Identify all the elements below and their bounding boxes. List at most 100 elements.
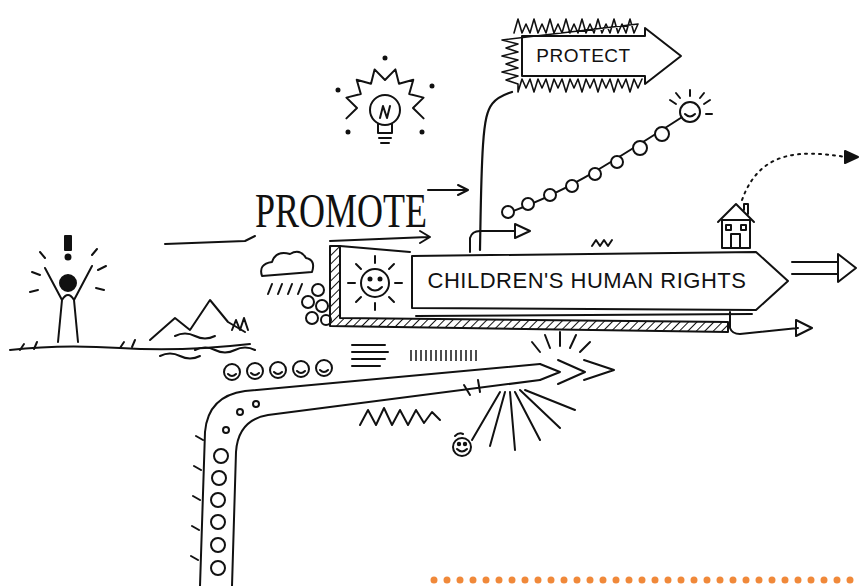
house-icon [731, 234, 740, 248]
hatch-marks [352, 332, 590, 366]
cheering-figure [45, 266, 92, 342]
small-smiley [457, 449, 467, 452]
band-top-arrow [470, 224, 612, 252]
outgoing-arrows [792, 254, 856, 282]
lightbulb-icon [378, 106, 392, 143]
house-icon [726, 225, 731, 230]
hatch-marks [352, 345, 388, 366]
bush-scribble [316, 300, 328, 312]
dotted-arrow [742, 151, 858, 200]
band-top-arrow [470, 231, 515, 252]
outgoing-arrows [730, 312, 812, 336]
arrow-outline [522, 28, 681, 84]
rain-cloud [261, 252, 313, 276]
hatch-marks [532, 332, 590, 352]
lightbulb-icon [337, 57, 434, 144]
band-outline [412, 252, 788, 310]
smiley-chain [502, 206, 514, 218]
smiley-chain [670, 90, 712, 114]
band-shadow-line [416, 314, 752, 316]
lightbulb-icon [384, 57, 387, 60]
face-row [293, 361, 309, 377]
smiley-chain [685, 114, 695, 117]
burst-arrow-box: PROTECT [500, 20, 685, 92]
sun-face [361, 269, 389, 297]
grass-zigzag [464, 380, 480, 395]
heading-word: PROMOTE [255, 182, 427, 239]
small-smiley [453, 433, 471, 456]
face-row [224, 360, 332, 380]
face-row [228, 370, 328, 376]
connector-line [480, 92, 512, 250]
house-icon [718, 204, 754, 248]
road-path [223, 427, 229, 433]
platform-shadow [340, 246, 410, 252]
orange-dotted-rule [434, 577, 860, 584]
small-smiley [453, 438, 471, 456]
band-top-arrow [592, 240, 612, 246]
face-row [247, 363, 263, 379]
lightbulb-icon [431, 85, 434, 88]
ground-line [232, 318, 248, 330]
bush-scribble [306, 312, 318, 324]
rain-cloud [268, 284, 302, 294]
road-path [237, 409, 243, 415]
sun-face [348, 256, 402, 310]
node-text: CHILDREN'S HUMAN RIGHTS [428, 269, 747, 293]
water-waves [160, 354, 200, 359]
road-path [253, 401, 259, 407]
road-path [214, 449, 228, 463]
smiley-chain [544, 189, 556, 201]
road-path [211, 515, 225, 529]
node-text: PROTECT [536, 46, 630, 67]
sun-face [369, 278, 372, 281]
cheering-figure [65, 236, 71, 250]
smiley-chain [505, 112, 690, 214]
outline-strokes [412, 252, 788, 316]
bush-scribble [302, 296, 314, 308]
house-icon [722, 220, 750, 248]
road-path [211, 493, 225, 507]
road-path [191, 360, 614, 586]
cheering-figure [60, 275, 76, 291]
house-icon [718, 204, 754, 222]
road-path [212, 471, 226, 485]
smiley-chain [611, 156, 623, 168]
water-waves [175, 334, 215, 339]
house-icon [741, 225, 746, 230]
road-path [232, 380, 540, 586]
smiley-chain [502, 90, 712, 218]
ground-line [10, 300, 250, 350]
lightbulb-icon [347, 131, 350, 134]
face-row [316, 360, 332, 376]
face-row [270, 362, 286, 378]
sun-face [348, 256, 402, 310]
road-path [191, 436, 203, 560]
small-smiley [458, 443, 460, 445]
smiley-chain [522, 198, 534, 210]
band-top-arrow [515, 224, 530, 238]
outline-strokes [502, 19, 681, 92]
smiley-chain [566, 180, 578, 192]
orange-dotted-rule [434, 579, 860, 581]
bush-scribble [312, 284, 324, 296]
cheering-figure [30, 249, 106, 292]
spiky-burst [502, 19, 642, 92]
lightbulb-icon [346, 69, 423, 118]
hatch-marks [408, 350, 480, 361]
cheering-figure [30, 236, 106, 342]
road-path [211, 538, 225, 552]
grass-zigzag [472, 390, 575, 450]
smiley-chain [633, 141, 647, 155]
road-path [211, 561, 225, 575]
promote-arrows [428, 185, 468, 195]
ground-line [150, 300, 245, 340]
water-waves [160, 334, 255, 359]
cheering-figure [66, 255, 71, 260]
road-path [200, 364, 540, 586]
lightbulb-icon [421, 131, 424, 134]
road-path [540, 360, 614, 384]
smiley-chain [589, 168, 601, 180]
